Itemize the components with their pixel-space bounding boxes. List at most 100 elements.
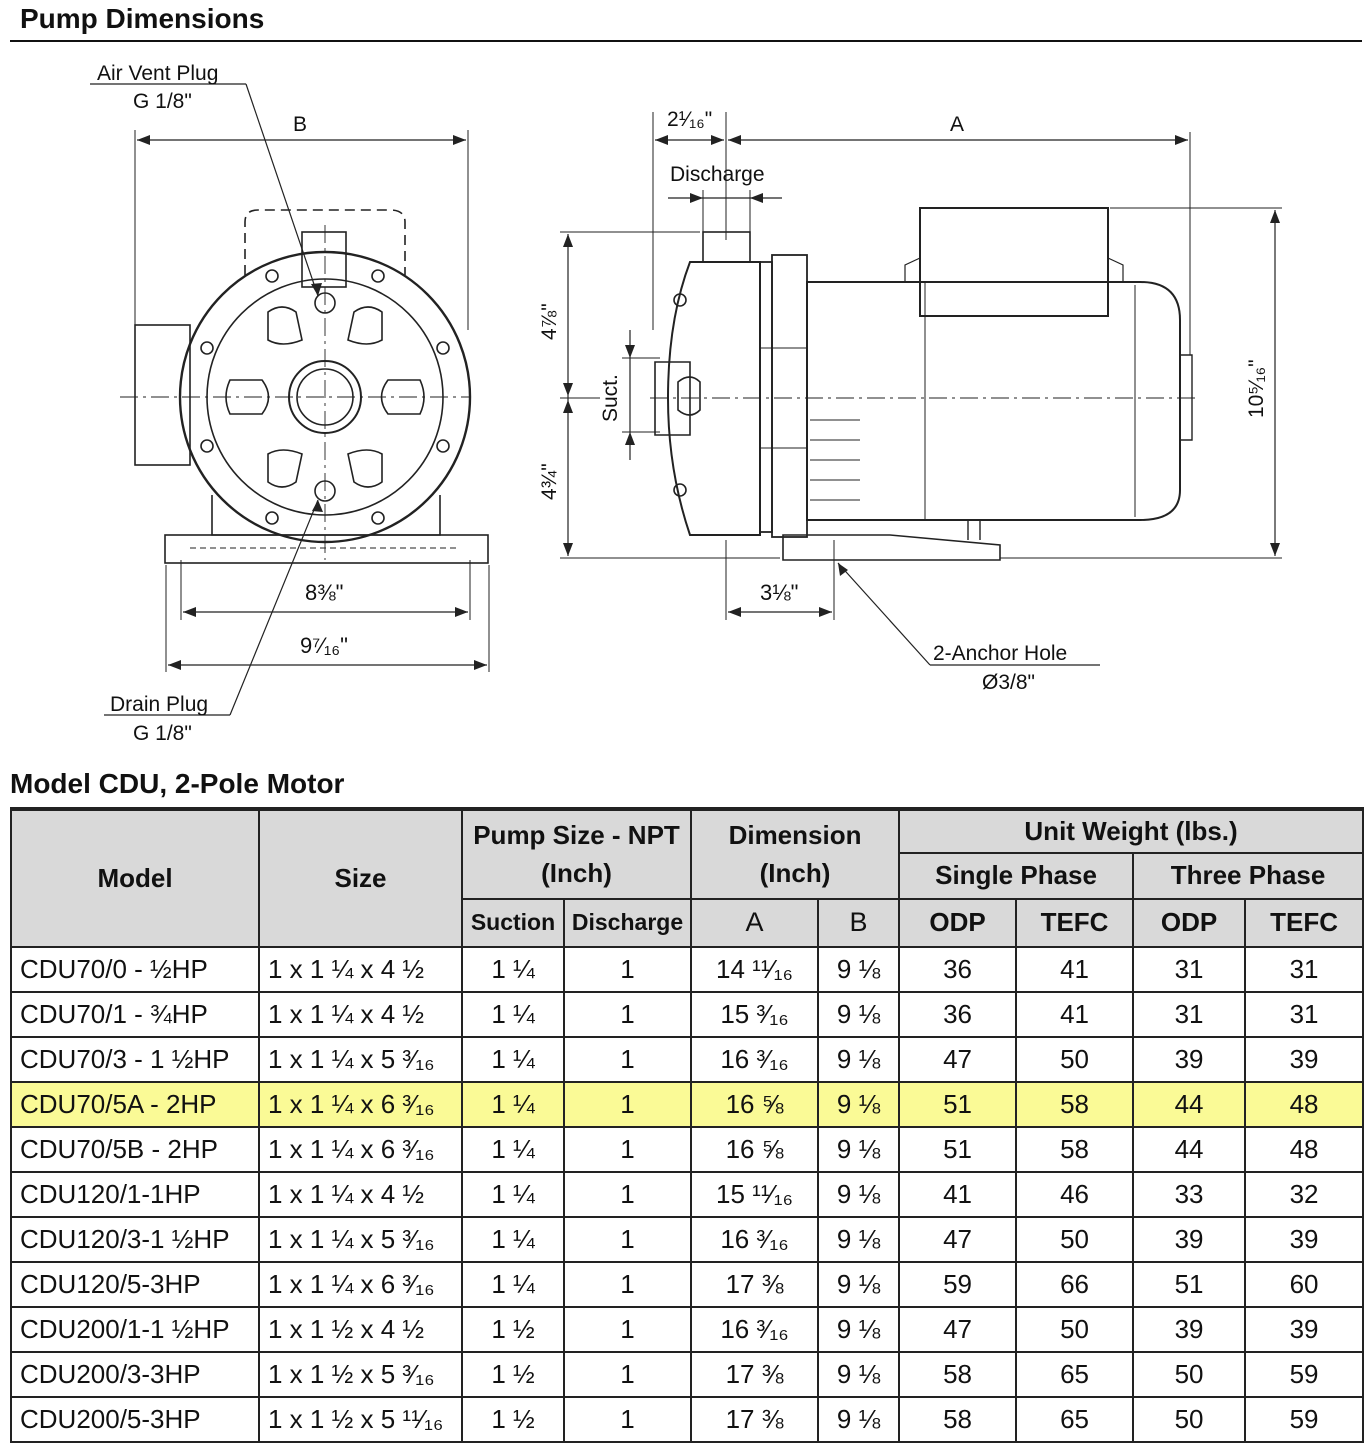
table-cell: 65 <box>1015 1351 1135 1398</box>
table-cell: 1 x 1 ¼ x 4 ½ <box>258 991 463 1038</box>
dimension-a-label: A <box>950 113 964 136</box>
table-cell: 36 <box>898 991 1018 1038</box>
table-cell: 59 <box>898 1261 1018 1308</box>
table-cell: 1 x 1 ¼ x 6 ³⁄₁₆ <box>258 1126 463 1173</box>
table-cell: 50 <box>1132 1396 1247 1443</box>
table-cell: 60 <box>1244 1261 1365 1308</box>
width-8-label: 8⅜" <box>305 580 343 605</box>
height-lower-label: 4¾" <box>538 463 561 500</box>
table-cell: 1 x 1 ¼ x 6 ³⁄₁₆ <box>258 1261 463 1308</box>
table-cell: 1 ¼ <box>461 991 565 1038</box>
table-cell: 58 <box>1015 1081 1135 1128</box>
table-cell: 9 ⅛ <box>817 1261 901 1308</box>
height-upper-label: 4⅞" <box>538 303 561 340</box>
header-pump-size: Pump Size - NPT(Inch) <box>460 807 693 900</box>
table-cell: 1 <box>562 1306 693 1353</box>
header-discharge: Discharge <box>562 898 693 948</box>
table-cell: 16 ⅝ <box>690 1126 820 1173</box>
table-cell: 39 <box>1132 1216 1247 1263</box>
table-cell: 9 ⅛ <box>817 1171 901 1218</box>
anchor-hole-size: Ø3/8" <box>982 671 1035 694</box>
table-cell: 44 <box>1132 1081 1247 1128</box>
table-cell: 41 <box>1015 991 1135 1038</box>
suction-label: Suct. <box>599 374 622 422</box>
table-cell: 1 x 1 ¼ x 5 ³⁄₁₆ <box>258 1216 463 1263</box>
table-title: Model CDU, 2-Pole Motor <box>10 768 345 799</box>
table-cell: 58 <box>898 1351 1018 1398</box>
table-cell: 51 <box>898 1081 1018 1128</box>
table-cell: 15 ³⁄₁₆ <box>690 991 820 1038</box>
table-cell: 1 ¼ <box>461 1126 565 1173</box>
table-cell: 9 ⅛ <box>817 1216 901 1263</box>
header-tefc-three: TEFC <box>1244 898 1365 948</box>
table-cell: 1 ¼ <box>461 1081 565 1128</box>
table-cell: 36 <box>898 946 1018 993</box>
table-cell: 46 <box>1015 1171 1135 1218</box>
table-cell: 39 <box>1132 1036 1247 1083</box>
table-cell: CDU70/5A - 2HP <box>10 1081 260 1128</box>
table-cell: CDU70/5B - 2HP <box>10 1126 260 1173</box>
anchor-hole-label: 2-Anchor Hole <box>933 642 1067 665</box>
header-a: A <box>690 898 820 948</box>
header-odp-single: ODP <box>898 898 1018 948</box>
table-cell: 50 <box>1132 1351 1247 1398</box>
table-cell: 9 ⅛ <box>817 1081 901 1128</box>
table-cell: CDU120/1-1HP <box>10 1171 260 1218</box>
table-cell: 39 <box>1244 1036 1365 1083</box>
table-cell: 17 ⅜ <box>690 1396 820 1443</box>
table-cell: 16 ⅝ <box>690 1081 820 1128</box>
table-cell: 1 ½ <box>461 1351 565 1398</box>
height-total-label: 10⁵⁄₁₆" <box>1245 359 1268 418</box>
table-cell: 1 ½ <box>461 1306 565 1353</box>
dimension-b-label: B <box>293 113 307 136</box>
table-cell: 9 ⅛ <box>817 1306 901 1353</box>
air-vent-plug-size: G 1/8" <box>133 90 192 113</box>
table-cell: 1 x 1 ¼ x 4 ½ <box>258 946 463 993</box>
table-cell: 1 <box>562 1036 693 1083</box>
table-cell: CDU70/0 - ½HP <box>10 946 260 993</box>
header-odp-three: ODP <box>1132 898 1247 948</box>
table-cell: 1 x 1 ¼ x 4 ½ <box>258 1171 463 1218</box>
table-cell: 31 <box>1132 946 1247 993</box>
table-cell: 17 ⅜ <box>690 1261 820 1308</box>
table-cell: 59 <box>1244 1396 1365 1443</box>
table-cell: 16 ³⁄₁₆ <box>690 1036 820 1083</box>
table-cell: 1 ¼ <box>461 1036 565 1083</box>
table-cell: 47 <box>898 1306 1018 1353</box>
table-cell: CDU200/5-3HP <box>10 1396 260 1443</box>
table-cell: 1 <box>562 991 693 1038</box>
table-cell: 32 <box>1244 1171 1365 1218</box>
table-cell: CDU120/5-3HP <box>10 1261 260 1308</box>
title-divider <box>10 40 1362 42</box>
table-cell: 39 <box>1244 1216 1365 1263</box>
table-cell: 9 ⅛ <box>817 1351 901 1398</box>
table-cell: 9 ⅛ <box>817 991 901 1038</box>
table-cell: 39 <box>1244 1306 1365 1353</box>
table-cell: 31 <box>1244 946 1365 993</box>
header-size: Size <box>258 807 463 948</box>
table-cell: 51 <box>898 1126 1018 1173</box>
table-cell: 1 <box>562 1396 693 1443</box>
table-cell: 16 ³⁄₁₆ <box>690 1216 820 1263</box>
table-cell: 65 <box>1015 1396 1135 1443</box>
table-cell: CDU120/3-1 ½HP <box>10 1216 260 1263</box>
discharge-label: Discharge <box>670 163 765 186</box>
header-unit-weight: Unit Weight (lbs.) <box>898 807 1365 854</box>
table-cell: 1 <box>562 1081 693 1128</box>
table-cell: 17 ⅜ <box>690 1351 820 1398</box>
air-vent-plug-label: Air Vent Plug <box>97 62 218 85</box>
table-cell: 51 <box>1132 1261 1247 1308</box>
table-cell: 48 <box>1244 1126 1365 1173</box>
table-cell: 1 ½ <box>461 1396 565 1443</box>
table-cell: 9 ⅛ <box>817 946 901 993</box>
header-single-phase: Single Phase <box>898 852 1135 900</box>
